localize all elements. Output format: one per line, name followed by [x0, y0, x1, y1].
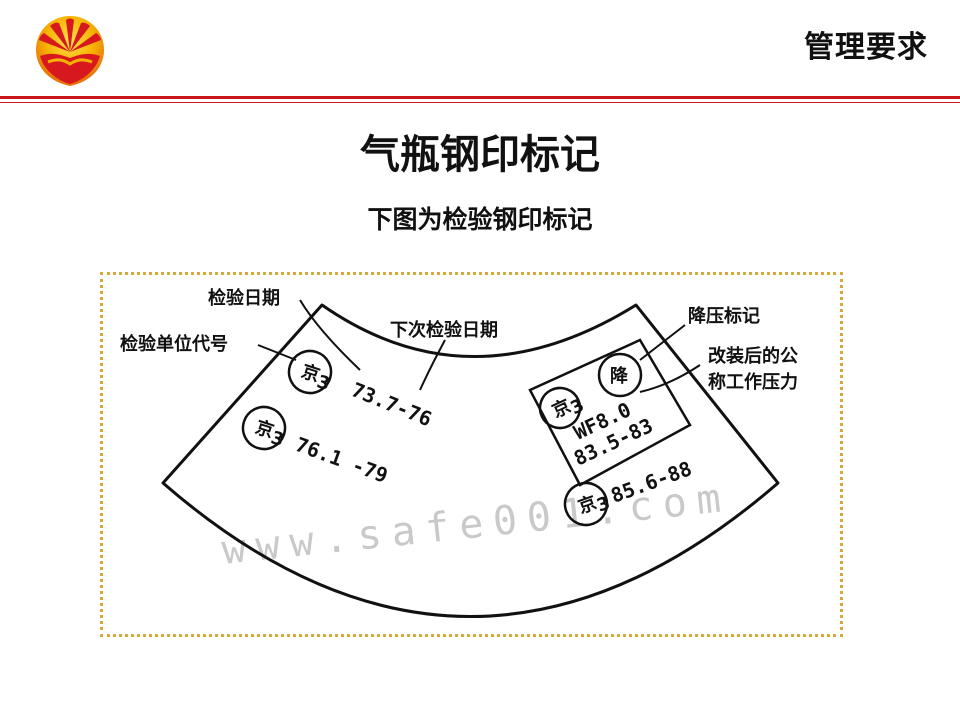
label-inspection-date: 检验日期 [208, 287, 280, 309]
stamp-circle-unit-4 [563, 481, 609, 527]
header-divider-thin [0, 102, 960, 103]
stamp-date-2: 76.1 -79 [292, 432, 391, 487]
label-nominal-pressure-line1: 改装后的公 [708, 345, 798, 367]
stamp-circle-decompression [597, 352, 643, 398]
decompression-stamp-box [528, 338, 692, 487]
stamp-unit-2: 京 [253, 416, 277, 442]
stamp-circle-unit-1 [287, 349, 333, 395]
page-title: 气瓶钢印标记 [360, 132, 600, 178]
section-title: 管理要求 [804, 30, 928, 65]
stamp-decompression: 降 [610, 365, 629, 387]
stamp-unit-2-sub: 3 [268, 427, 286, 451]
leader-line-pressure [639, 364, 701, 393]
leader-line-next-date [419, 339, 446, 391]
label-decompression-mark: 降压标记 [688, 305, 760, 327]
cylinder-shoulder-outline [161, 303, 780, 618]
label-inspection-unit-code: 检验单位代号 [120, 333, 228, 355]
stamp-circle-unit-2 [241, 405, 287, 451]
diagram-frame [100, 272, 843, 637]
leader-line-decompression [639, 324, 686, 361]
leader-line-inspection-date [299, 299, 361, 371]
label-nominal-pressure-line2: 称工作压力 [708, 371, 798, 393]
stamp-unit-1-sub: 3 [314, 371, 332, 395]
header-divider-thick [0, 96, 960, 99]
page-subtitle: 下图为检验钢印标记 [367, 205, 593, 234]
stamp-unit-1: 京 [299, 360, 323, 386]
company-logo-icon [36, 16, 104, 86]
stamp-circle-unit-3 [538, 386, 582, 430]
leader-line-unit-code [257, 344, 297, 361]
label-next-inspection-date: 下次检验日期 [390, 319, 498, 341]
